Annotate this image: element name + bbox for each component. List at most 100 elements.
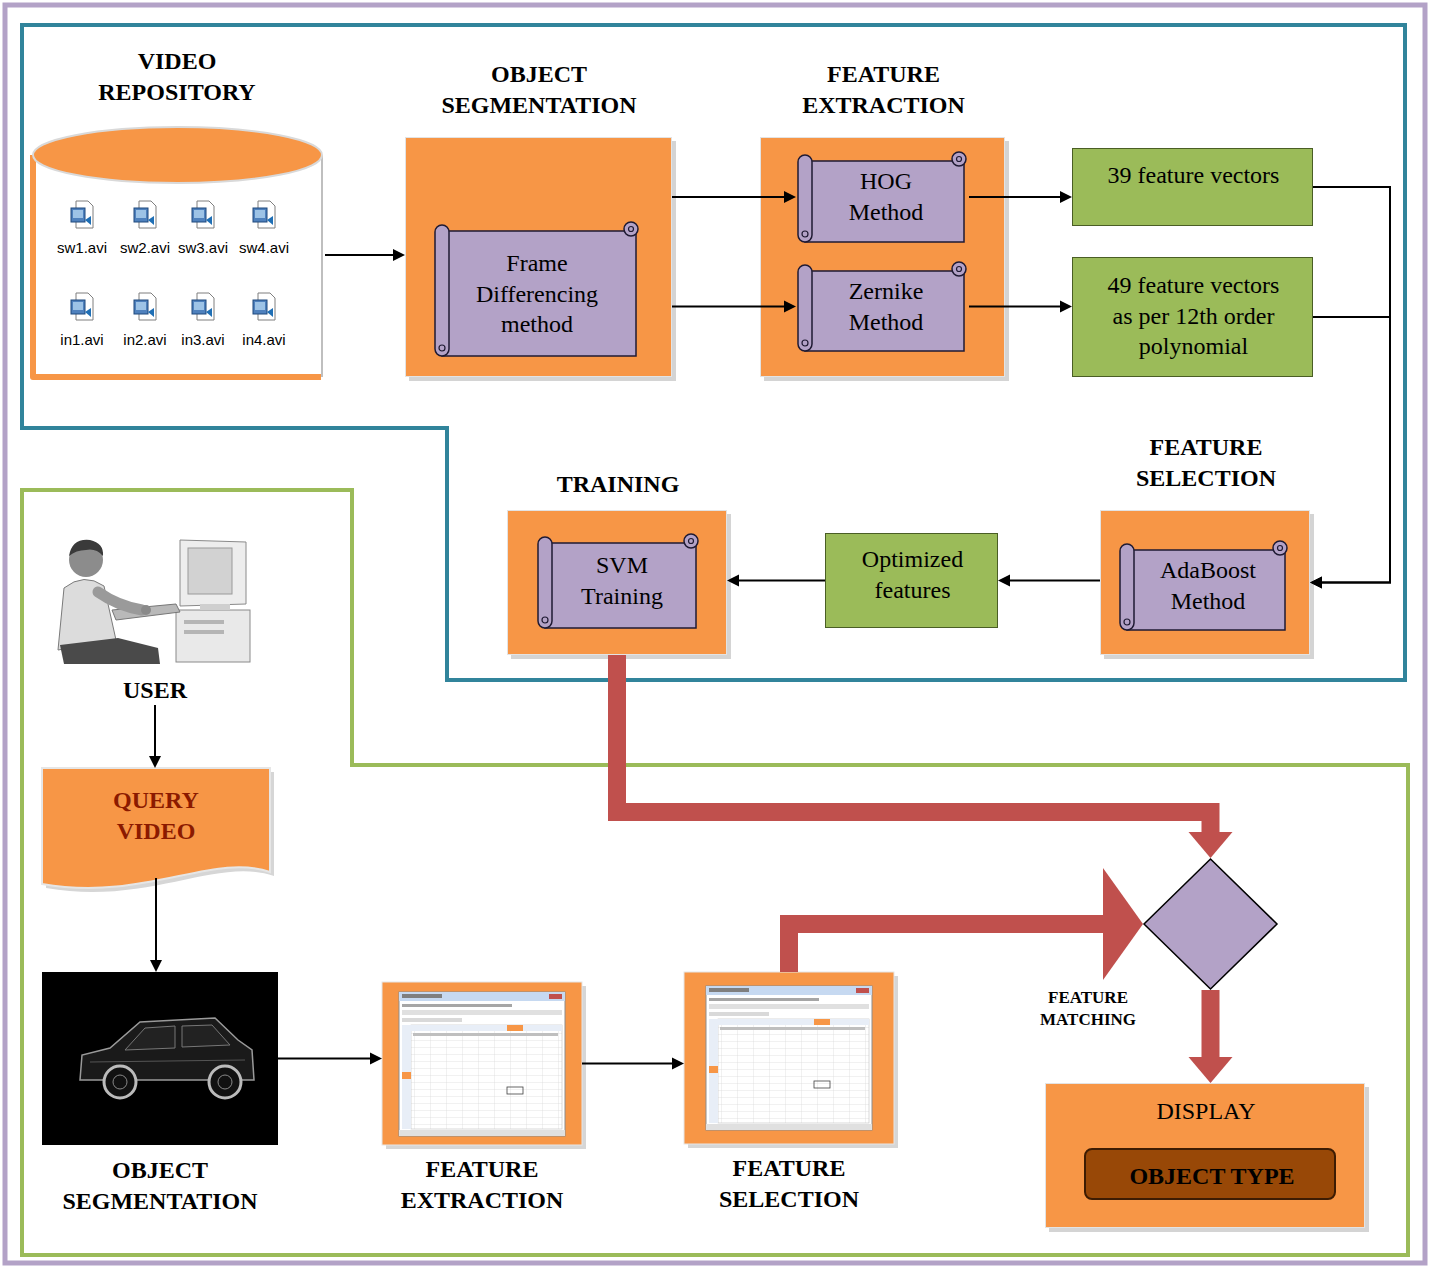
connector-line — [155, 878, 157, 962]
cylinder-side — [321, 155, 323, 377]
video-file-icon — [253, 201, 275, 228]
arrowhead — [1310, 577, 1322, 589]
stage-heading: FEATURE EXTRACTION — [763, 59, 1004, 120]
video-file-icon — [192, 201, 214, 228]
scroll-body — [805, 271, 964, 351]
stage-box: FEATURE EXTRACTIONHOG MethodZernike Meth… — [760, 137, 1005, 377]
connector-line — [617, 655, 1211, 834]
connector-arrow — [149, 705, 161, 768]
output-box: DISPLAY OBJECT TYPE — [1045, 1083, 1365, 1228]
text-slot: DISPLAY — [1046, 1094, 1366, 1128]
text-slot: FEATURE SELECTION — [1086, 427, 1326, 499]
scroll-body — [805, 161, 964, 242]
scroll-curl — [689, 539, 694, 544]
connector-arrow — [1310, 187, 1390, 589]
video-file-icon — [253, 293, 275, 320]
connector-arrow — [727, 575, 825, 587]
feature-selection-screenshot — [684, 972, 898, 1148]
text-slot: HOG Method — [826, 157, 946, 237]
connector-arrow — [325, 249, 405, 261]
data-label: Optimized features — [838, 544, 988, 605]
scroll-roll — [798, 155, 812, 242]
text-slot: 49 feature vectors as per 12th order pol… — [1083, 264, 1304, 368]
text-slot: FEATURE MATCHING — [1018, 986, 1158, 1032]
arrowhead — [998, 575, 1010, 587]
video-file-icon — [71, 201, 93, 228]
scroll-roll — [802, 231, 808, 237]
scroll-curl — [1278, 546, 1283, 551]
scroll-curl — [957, 267, 962, 272]
scroll-curl — [952, 152, 966, 166]
scroll-outline — [1118, 538, 1290, 633]
text-slot: FEATURE EXTRACTION — [352, 1152, 612, 1218]
text-slot: sw4.avi — [234, 237, 294, 259]
result-label: OBJECT TYPE — [1129, 1161, 1294, 1192]
text-slot: sw2.avi — [115, 237, 175, 259]
arrowhead — [393, 249, 405, 261]
text-slot: VIDEO REPOSITORY — [67, 41, 287, 113]
video-file-icon — [134, 293, 156, 320]
arrowhead — [672, 1058, 684, 1070]
connector-line — [154, 705, 156, 758]
connector-line — [1313, 317, 1390, 583]
text-slot: Zernike Method — [826, 267, 946, 347]
arrowhead — [1189, 832, 1233, 858]
connector-line — [1008, 580, 1100, 582]
file-name: in4.avi — [242, 330, 285, 349]
connector-arrow — [278, 1053, 382, 1065]
stage-box: FEATURE SELECTIONAdaBoost Method — [1100, 510, 1310, 655]
diamond-outline — [1143, 858, 1278, 990]
connector-line — [582, 1063, 674, 1065]
arrowhead — [149, 756, 161, 768]
scroll-body — [1127, 550, 1285, 630]
scroll-roll — [439, 345, 445, 351]
arrowhead — [1189, 1057, 1233, 1083]
screenshot-panel: FEATURE EXTRACTION — [382, 982, 582, 1145]
method-label: Frame Differencing method — [462, 248, 612, 340]
connector-line — [1202, 990, 1220, 1059]
cylinder-side — [33, 155, 321, 377]
connector-arrow — [150, 878, 162, 972]
scroll-roll — [1120, 544, 1134, 630]
segmentation-image: OBJECT SEGMENTATION — [42, 972, 278, 1145]
method-label: Zernike Method — [831, 276, 941, 337]
text-slot: Frame Differencing method — [462, 233, 612, 355]
text-slot: in4.avi — [234, 329, 294, 351]
scroll-outline — [796, 149, 969, 245]
scroll-curl — [684, 534, 698, 548]
text-slot: Optimized features — [832, 542, 993, 608]
text-slot: 39 feature vectors — [1081, 155, 1306, 195]
text-slot: AdaBoost Method — [1148, 546, 1268, 626]
connector-line — [737, 580, 825, 582]
stage-heading: TRAINING — [557, 469, 680, 500]
method-scroll: SVM Training — [536, 531, 701, 631]
scroll-curl — [1273, 541, 1287, 555]
scroll-body — [442, 231, 636, 356]
text-slot: QUERY VIDEO — [52, 780, 260, 852]
method-scroll: Frame Differencing method — [433, 219, 641, 359]
scroll-roll — [1124, 619, 1130, 625]
arrowhead — [1103, 868, 1143, 980]
figure-caption: USER — [123, 675, 187, 706]
scroll-body — [545, 543, 696, 628]
text-slot: SVM Training — [562, 539, 682, 623]
arrowhead — [370, 1053, 382, 1065]
connector-arrow — [582, 1058, 684, 1070]
text-slot: sw1.avi — [52, 237, 112, 259]
connector-line — [1313, 187, 1390, 583]
video-file-icon — [134, 201, 156, 228]
method-label: HOG Method — [831, 166, 941, 227]
segmented-car-image — [42, 972, 278, 1145]
feature-extraction-screenshot — [382, 982, 586, 1149]
connector-line — [325, 254, 395, 256]
file-name: in2.avi — [123, 330, 166, 349]
data-box: 39 feature vectors — [1072, 148, 1313, 226]
figure-caption: OBJECT SEGMENTATION — [40, 1155, 280, 1216]
data-label: 39 feature vectors — [1108, 160, 1280, 191]
data-box: Optimized features — [825, 533, 998, 628]
decision-label: FEATURE MATCHING — [1028, 987, 1148, 1031]
text-slot: in1.avi — [52, 329, 112, 351]
document-label: QUERY VIDEO — [81, 785, 231, 846]
text-slot: in2.avi — [115, 329, 175, 351]
